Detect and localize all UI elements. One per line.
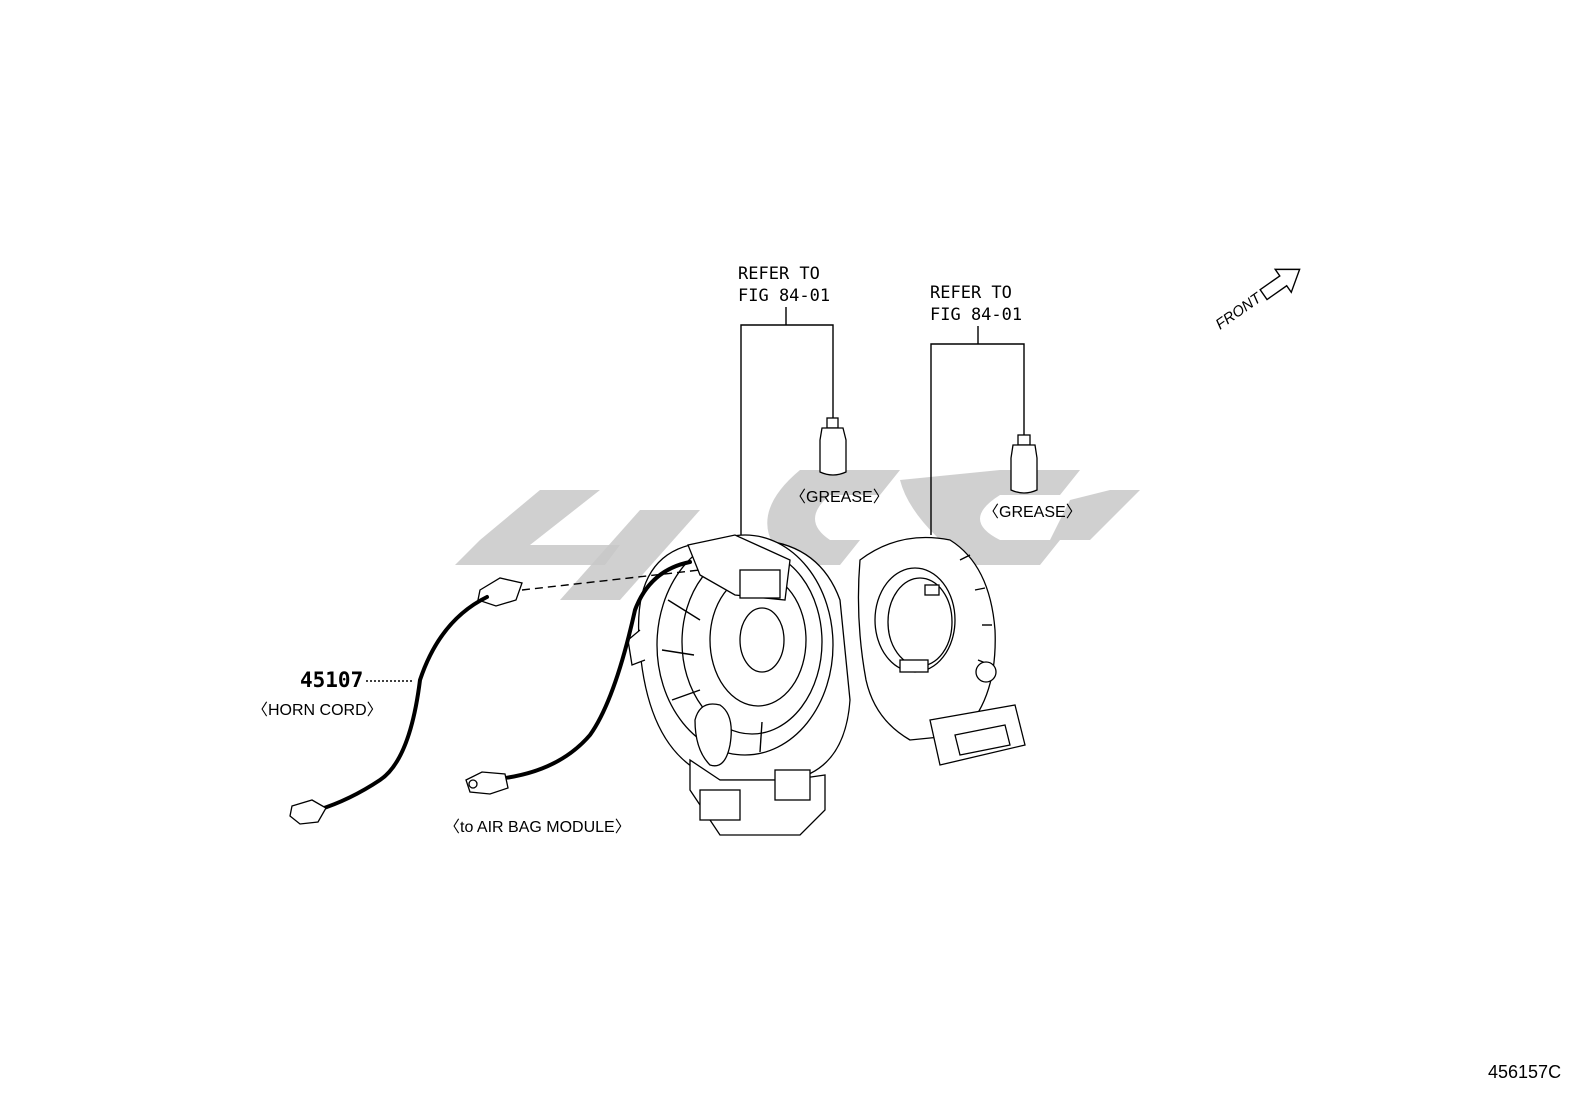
airbag-label: 〈to AIR BAG MODULE〉 [444,819,631,836]
grease-tube-icon [819,417,847,476]
part-number: 45107 [300,668,363,692]
grease-left-label: 〈GREASE〉 [790,489,889,506]
grease-right-label: 〈GREASE〉 [983,504,1082,521]
airbag-lead [465,560,692,795]
refer-right-leader [930,326,1025,535]
front-arrow-icon: FRONT [1213,268,1301,334]
refer-left-line1: REFER TO [738,264,820,284]
rotor-cover [857,536,1026,766]
refer-left-leader [740,307,834,540]
connection-dashed-line [521,569,701,591]
refer-right-line2: FIG 84-01 [930,305,1022,325]
grease-tube-icon [1010,434,1038,494]
figure-code: 456157C [1488,1062,1561,1082]
horn-cord [289,577,523,825]
spiral-cable-assembly [627,534,851,836]
refer-left-line2: FIG 84-01 [738,286,830,306]
refer-right-line1: REFER TO [930,283,1012,303]
part-name: 〈HORN CORD〉 [252,702,383,719]
front-label: FRONT [1213,289,1267,334]
